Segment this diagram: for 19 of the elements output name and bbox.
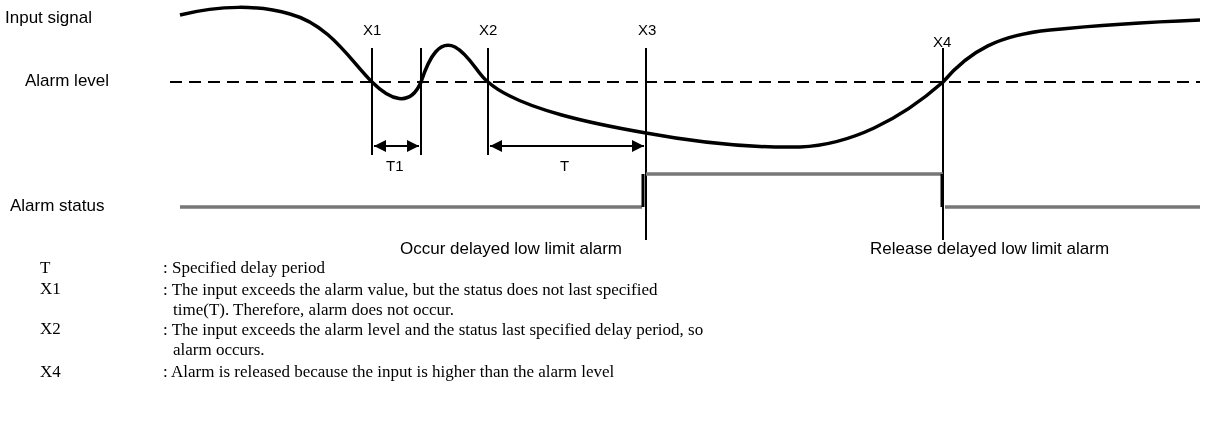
period-label: T1 [386,158,404,175]
legend-term: X2 [40,320,61,339]
legend-description: : Specified delay period [163,259,325,278]
status-label: Alarm status [10,197,105,216]
legend-description: : The input exceeds the alarm value, but the status does not last specified time(T). Therefore, alarm does not occur. [163,280,659,320]
legend-term: X4 [40,363,61,382]
signal-label: Input signal [5,9,92,28]
point-label: X4 [933,34,952,51]
level-label: Alarm level [25,72,110,91]
point-label: X2 [479,22,498,39]
legend-term: X1 [40,280,61,299]
period-label: T [560,158,570,175]
point-label: X3 [638,22,657,39]
legend-term: T [40,259,51,278]
point-label: X1 [363,22,382,39]
event-label: Occur delayed low limit alarm [400,240,622,259]
legend-description: : Alarm is released because the input is higher than the alarm level [163,363,615,382]
legend-description: : The input exceeds the alarm level and the status last specified delay period, so alarm occurs. [163,320,705,360]
event-label: Release delayed low limit alarm [870,240,1110,259]
